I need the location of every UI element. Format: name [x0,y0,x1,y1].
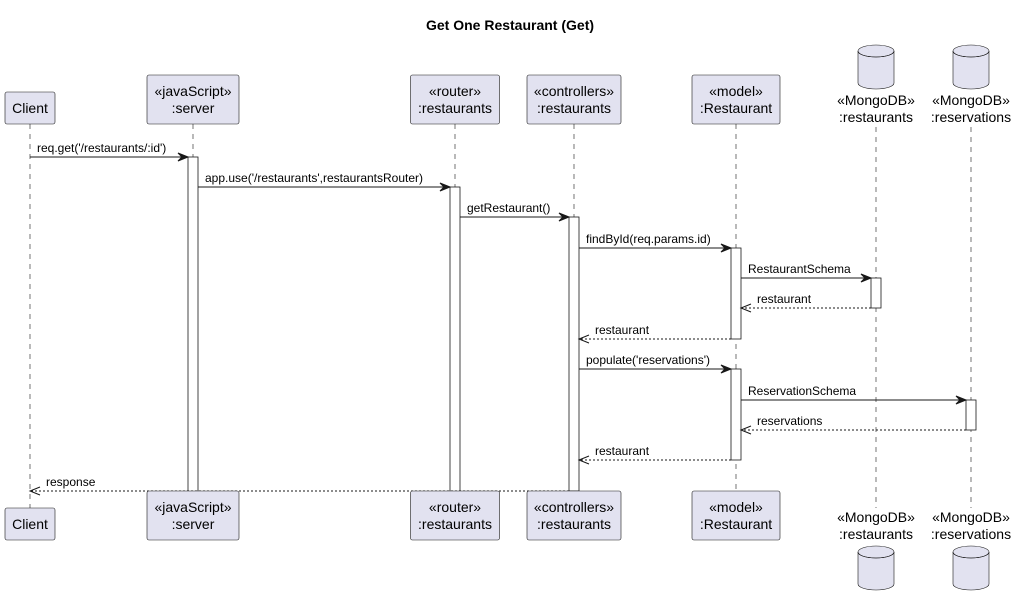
arrowhead-open [739,303,752,313]
participant-label: «MongoDB» [837,509,915,525]
diagram-title: Get One Restaurant (Get) [426,17,594,33]
activation-bars [187,156,977,501]
participant-label: :restaurants [839,526,913,542]
participant-label: :restaurants [537,516,611,532]
message-label: RestaurantSchema [748,262,851,276]
participant-label: «javaScript» [154,499,231,515]
message-label: restaurant [595,444,650,458]
message-label: req.get('/restaurants/:id') [37,141,166,155]
activation-bar-router [449,186,461,501]
message-label: findById(req.params.id) [586,232,711,246]
activation-bar-model [730,368,742,461]
participant-label: :server [172,516,215,532]
participant-label: :reservations [931,109,1011,125]
participant-label: :restaurants [839,109,913,125]
participant-label: «javaScript» [154,83,231,99]
participant-label: «router» [429,83,481,99]
activation-bar-server [187,156,199,501]
participant-model-bottom: «model»:Restaurant [691,490,781,541]
arrowhead-filled [860,273,873,283]
participant-label: :Restaurant [700,100,772,116]
arrowhead-open [739,425,752,435]
participant-label: :reservations [931,526,1011,542]
arrowhead-open [577,455,590,465]
participant-controller-top: «controllers»:restaurants [526,74,622,125]
message-label: getRestaurant() [467,201,550,215]
arrowhead-filled [955,395,968,405]
participant-label: «MongoDB» [932,509,1010,525]
participant-router-bottom: «router»:restaurants [410,490,500,541]
message-arrow: restaurant [577,323,731,344]
message-arrow: app.use('/restaurants',restaurantsRouter… [198,171,452,192]
participant-db_restaurants-top: «MongoDB»:restaurants [837,44,915,125]
message-label: ReservationSchema [748,384,856,398]
lifelines [29,124,972,508]
message-arrow: getRestaurant() [460,201,571,222]
participant-label: :Restaurant [700,516,772,532]
messages: req.get('/restaurants/:id') app.use('/res… [28,141,968,496]
participant-label: «model» [709,499,763,515]
participant-label: «MongoDB» [837,92,915,108]
participant-db_restaurants-bottom: «MongoDB»:restaurants [837,509,915,591]
message-label: response [46,475,96,489]
participant-client-bottom: Client [4,507,56,541]
message-arrow: req.get('/restaurants/:id') [30,141,190,162]
activation-bar-db_restaurants [870,277,882,309]
message-label: populate('reservations') [586,353,710,367]
database-icon [952,545,990,591]
database-icon [857,545,895,591]
arrowhead-open [28,486,41,496]
participant-label: :server [172,100,215,116]
arrowhead-filled [439,182,452,192]
participant-db_reservations-top: «MongoDB»:reservations [931,44,1011,125]
participant-server-bottom: «javaScript»:server [146,490,240,541]
database-icon [952,44,990,90]
participant-label: «model» [709,83,763,99]
message-label: app.use('/restaurants',restaurantsRouter… [205,171,423,185]
participant-server-top: «javaScript»:server [146,74,240,125]
participant-label: :restaurants [418,100,492,116]
participant-model-top: «model»:Restaurant [691,74,781,125]
participant-db_reservations-bottom: «MongoDB»:reservations [931,509,1011,591]
arrowhead-open [577,334,590,344]
message-label: restaurant [595,323,650,337]
participant-router-top: «router»:restaurants [410,74,500,125]
message-arrow: findById(req.params.id) [579,232,733,253]
message-arrow: populate('reservations') [579,353,733,374]
message-arrow: restaurant [739,292,871,313]
arrowhead-filled [720,364,733,374]
arrowhead-filled [558,212,571,222]
activation-bar-controller [568,216,580,492]
participant-label: :restaurants [418,516,492,532]
message-arrow: RestaurantSchema [741,262,873,283]
message-arrow: restaurant [577,444,731,465]
message-arrow: reservations [739,414,966,435]
message-arrow: ReservationSchema [741,384,968,405]
message-label: reservations [757,414,822,428]
participant-label: :restaurants [537,100,611,116]
arrowhead-filled [177,152,190,162]
participants: ClientClient«javaScript»:server«javaScri… [4,44,1011,591]
participant-controller-bottom: «controllers»:restaurants [526,490,622,541]
database-icon [857,44,895,90]
participant-label: «controllers» [534,499,614,515]
participant-label: Client [12,100,48,116]
message-label: restaurant [757,292,812,306]
participant-client-top: Client [4,91,56,125]
participant-label: Client [12,516,48,532]
activation-bar-model [730,247,742,340]
participant-label: «MongoDB» [932,92,1010,108]
arrowhead-filled [720,243,733,253]
participant-label: «controllers» [534,83,614,99]
participant-label: «router» [429,499,481,515]
activation-bar-db_reservations [965,399,977,431]
